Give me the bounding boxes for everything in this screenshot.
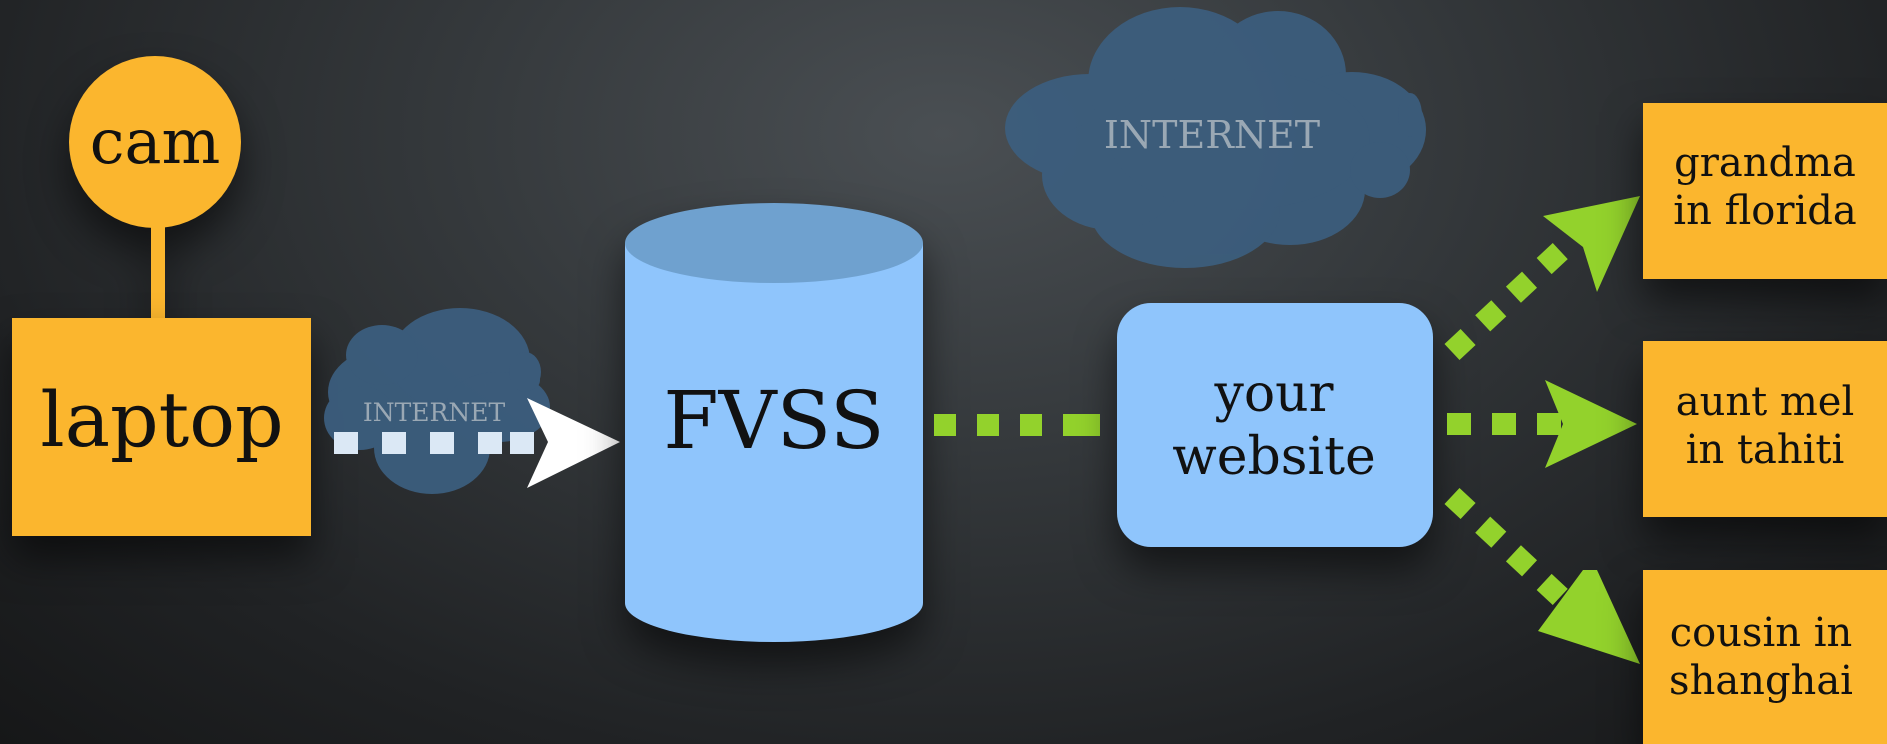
recipient-box bbox=[1643, 341, 1887, 517]
small-cloud-label: INTERNET bbox=[363, 398, 506, 427]
recipient-line2: shanghai bbox=[1669, 658, 1853, 704]
dash bbox=[1505, 271, 1538, 303]
recipient-box bbox=[1643, 103, 1887, 279]
laptop-box bbox=[12, 318, 311, 536]
recipient-line1: cousin in bbox=[1670, 610, 1853, 656]
dash bbox=[1447, 413, 1471, 435]
fvss-cylinder-top bbox=[625, 203, 923, 283]
dash bbox=[1505, 545, 1538, 577]
big-cloud-label: INTERNET bbox=[1104, 113, 1320, 157]
arrowhead bbox=[1543, 196, 1640, 292]
dash bbox=[430, 432, 454, 454]
dash bbox=[1536, 573, 1568, 605]
dash bbox=[1444, 328, 1476, 361]
fvss-label: FVSS bbox=[663, 374, 884, 467]
website-label-line1: your bbox=[1213, 364, 1333, 424]
laptop-to-fvss-arrow bbox=[334, 398, 620, 488]
cam-stem bbox=[151, 210, 165, 328]
arrowhead bbox=[527, 398, 620, 488]
recipient-line1: grandma bbox=[1674, 140, 1856, 186]
dash bbox=[1078, 414, 1100, 436]
fvss-to-website-link bbox=[934, 414, 1100, 436]
dash bbox=[1475, 300, 1507, 332]
website-to-cousin-arrow bbox=[1444, 487, 1640, 664]
dash bbox=[1537, 413, 1561, 435]
fvss-cylinder-body bbox=[625, 243, 923, 642]
recipient-box bbox=[1643, 570, 1887, 744]
dash bbox=[1475, 516, 1507, 548]
website-node bbox=[1117, 303, 1433, 547]
arrowhead bbox=[1545, 380, 1637, 468]
website-label-line2: website bbox=[1172, 427, 1376, 487]
laptop-label: laptop bbox=[40, 375, 283, 464]
laptop-node bbox=[12, 318, 311, 536]
recipient-line1: aunt mel bbox=[1676, 379, 1855, 425]
recipient-line2: in florida bbox=[1673, 188, 1856, 234]
cam-node bbox=[69, 56, 241, 328]
cam-circle bbox=[69, 56, 241, 228]
dash bbox=[334, 432, 358, 454]
big-cloud bbox=[1005, 7, 1426, 268]
website-to-grandma-arrow bbox=[1444, 196, 1640, 361]
dash bbox=[478, 432, 502, 454]
dash bbox=[1536, 243, 1568, 275]
dash bbox=[1020, 414, 1042, 436]
recipient-cousin: cousin in shanghai bbox=[1643, 570, 1887, 744]
dash bbox=[1444, 487, 1476, 520]
arrowhead bbox=[1538, 570, 1640, 664]
website-to-aunt-arrow bbox=[1447, 380, 1637, 468]
dash bbox=[934, 414, 956, 436]
dash bbox=[510, 432, 534, 454]
recipient-line2: in tahiti bbox=[1686, 427, 1845, 473]
website-box bbox=[1117, 303, 1433, 547]
fvss-node bbox=[625, 203, 923, 642]
small-cloud bbox=[324, 308, 550, 494]
recipient-aunt-mel: aunt mel in tahiti bbox=[1643, 341, 1887, 517]
cam-label: cam bbox=[90, 105, 220, 178]
dash bbox=[977, 414, 999, 436]
recipient-grandma: grandma in florida bbox=[1643, 103, 1887, 279]
dash bbox=[1492, 413, 1516, 435]
dash bbox=[382, 432, 406, 454]
